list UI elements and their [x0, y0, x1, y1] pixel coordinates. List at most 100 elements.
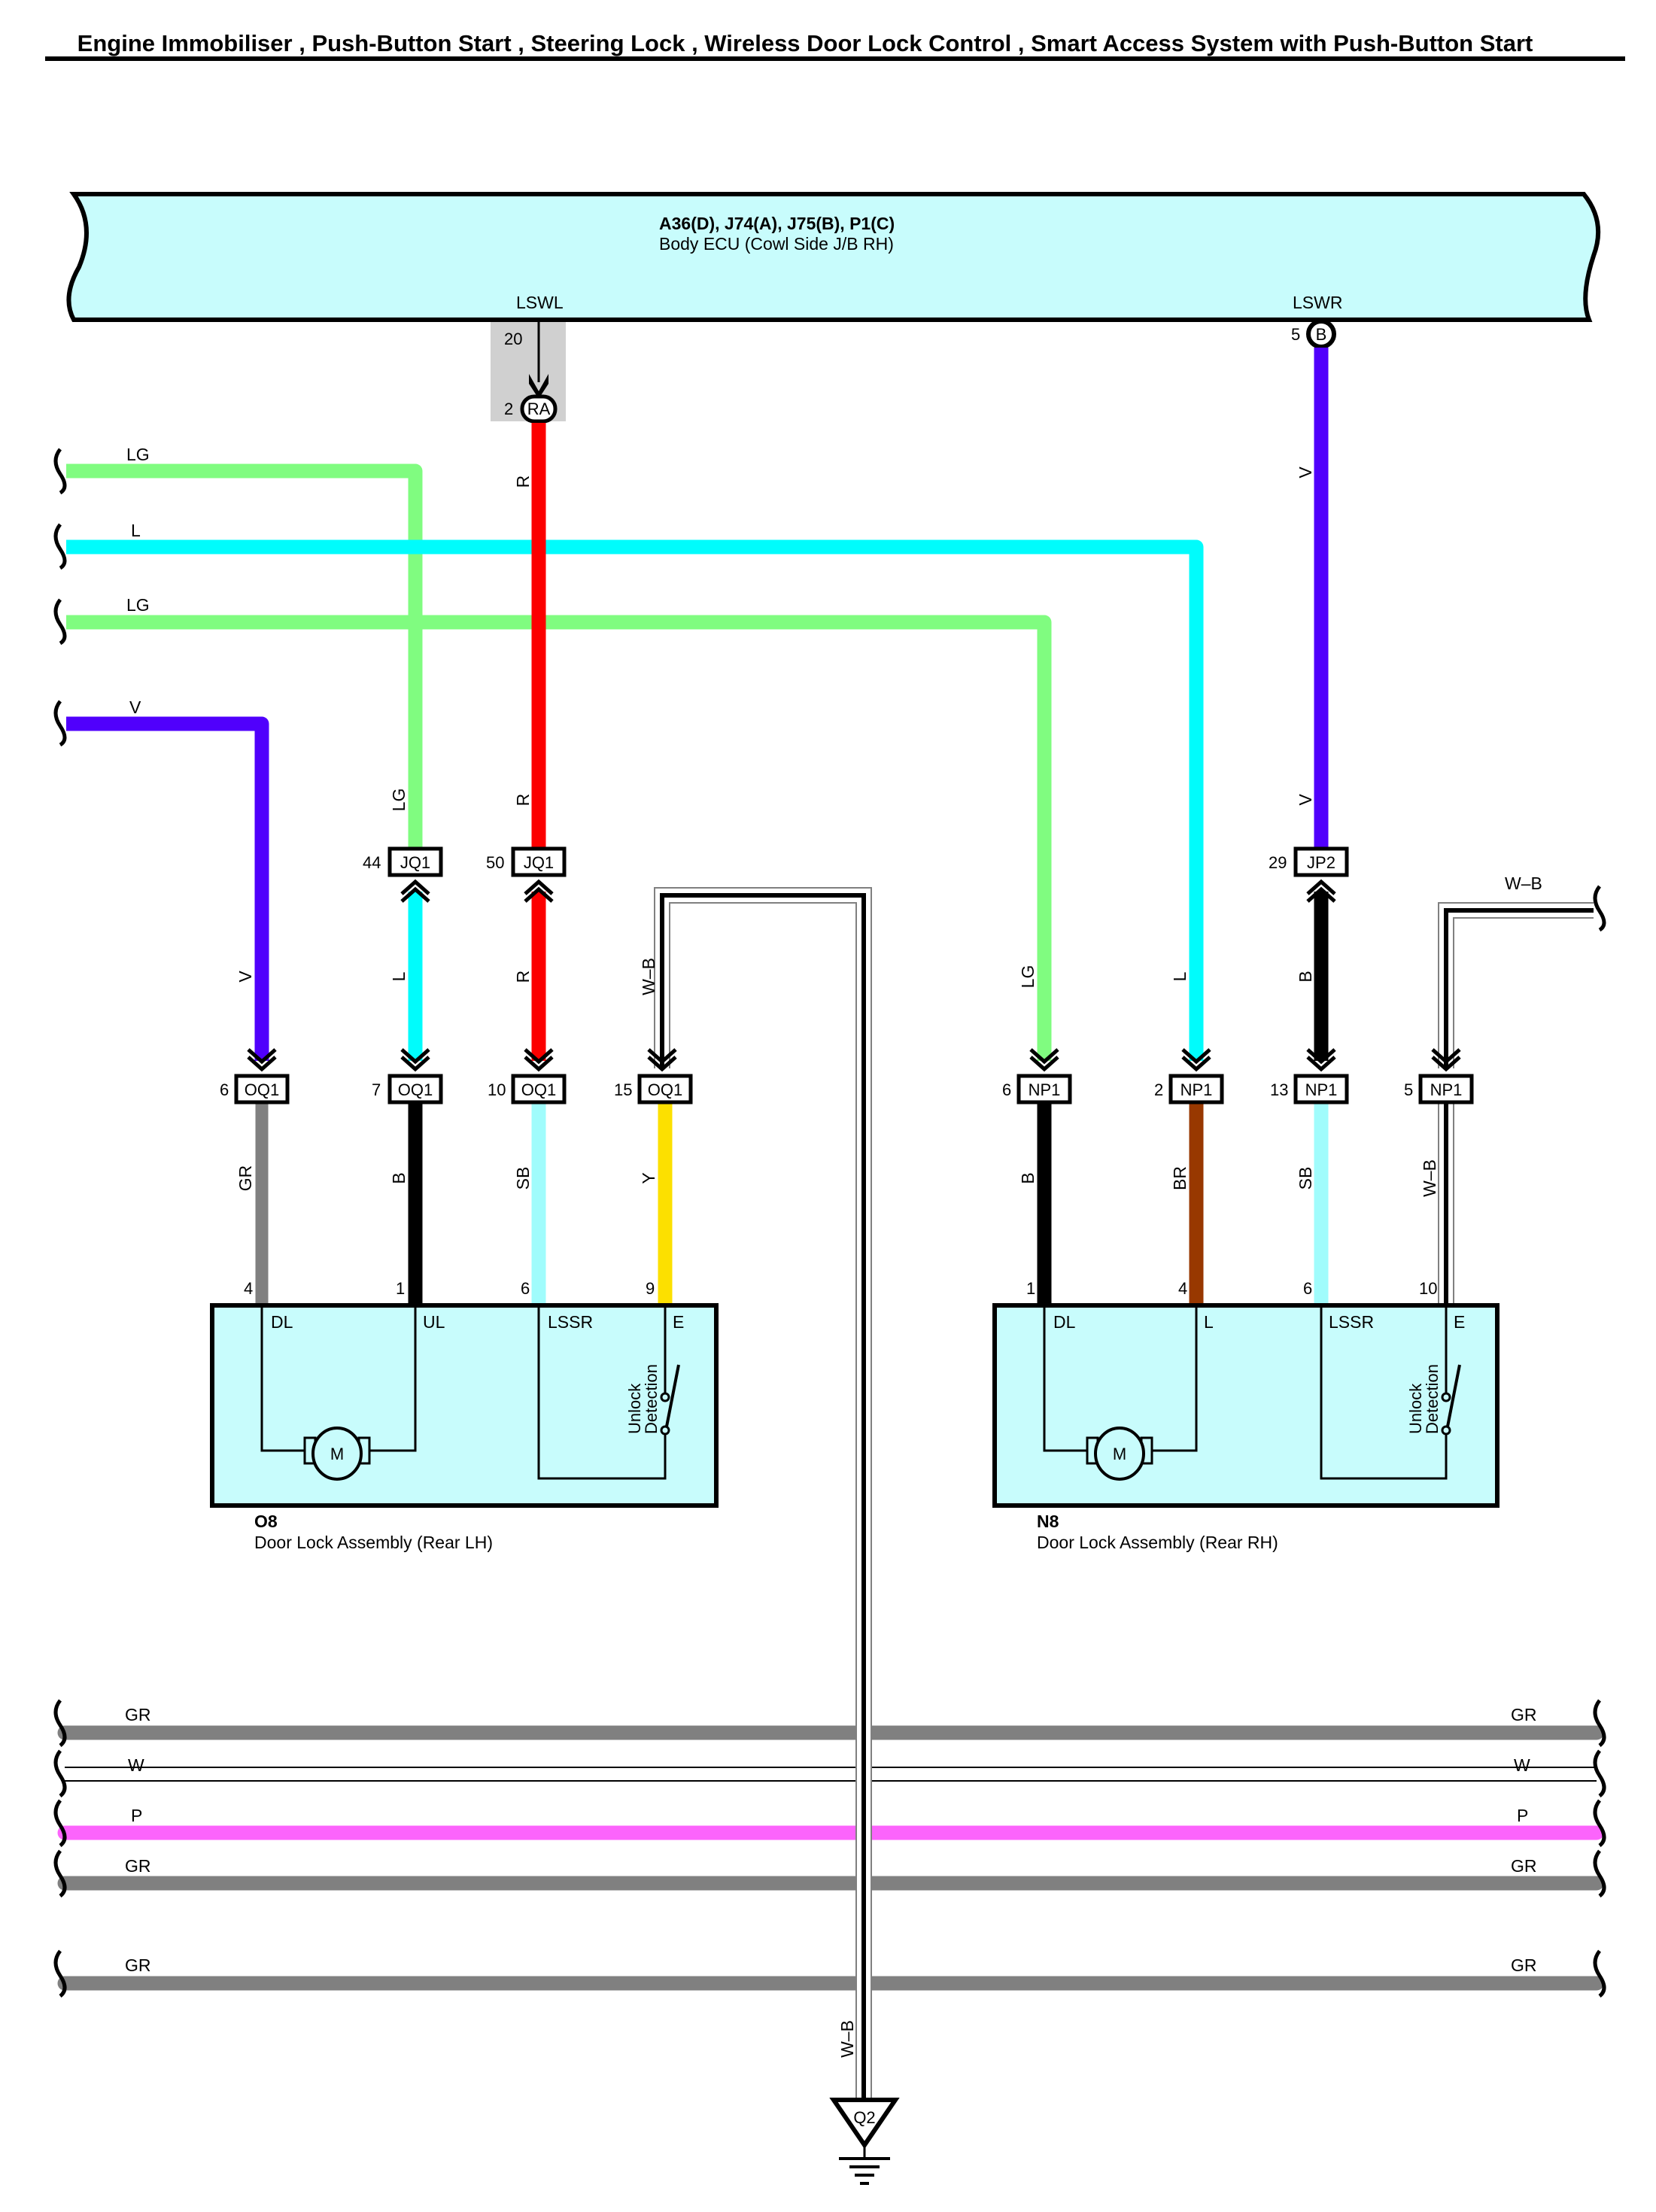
wire-label: SB	[1296, 1167, 1315, 1190]
wire-v-left[interactable]	[66, 716, 269, 1061]
chevron-down-icon	[247, 1048, 277, 1072]
connector-label: NP1	[1180, 1080, 1213, 1099]
chevron-up-icon	[524, 879, 554, 903]
wire-label: LG	[389, 788, 409, 812]
connector-label: JQ1	[524, 853, 554, 872]
switch-label: Detection	[1423, 1364, 1442, 1434]
switch-label: Detection	[642, 1364, 661, 1434]
break-icon	[53, 1749, 67, 1797]
bus-wire-w[interactable]	[65, 1767, 1597, 1782]
ecu-terminal-lswl: LSWL	[516, 293, 564, 312]
left-stubs	[53, 448, 67, 747]
bus-label: GR	[1511, 1705, 1537, 1724]
bus-label: GR	[125, 1705, 151, 1724]
stub-label-v: V	[129, 697, 141, 717]
junction-jp2-29[interactable]: JP2 29	[1269, 846, 1349, 877]
ra-connector-label: RA	[527, 400, 551, 418]
connector-label: NP1	[1305, 1080, 1338, 1099]
bus-label: P	[131, 1806, 142, 1825]
lswr-pin: 5	[1291, 325, 1300, 344]
motor-circuit	[260, 1308, 417, 1452]
motor-circuit	[1043, 1308, 1198, 1452]
pin-label: 9	[646, 1279, 655, 1298]
detection-circuit	[537, 1308, 667, 1480]
connector-label: NP1	[1430, 1080, 1463, 1099]
terminal-label: E	[673, 1312, 684, 1332]
wire-label: V	[1296, 794, 1315, 806]
wire-label: V	[1296, 466, 1315, 479]
pin-label: 6	[1002, 1080, 1011, 1099]
n8-outline	[992, 1303, 1500, 1508]
break-icon	[53, 1799, 67, 1847]
wire-wb-np1[interactable]	[1438, 902, 1594, 1068]
break-icon	[53, 1949, 67, 1998]
chevron-down-icon	[1181, 1048, 1211, 1072]
pin-label: 4	[1178, 1279, 1187, 1298]
body-ecu-block[interactable]: A36(D), J74(A), J75(B), P1(C) Body ECU (…	[66, 192, 1601, 322]
chevron-down-icon	[524, 1048, 554, 1072]
chevron-down-icon	[1029, 1048, 1059, 1072]
wire-label: R	[513, 476, 533, 488]
bus-label: GR	[1511, 1856, 1537, 1876]
terminal-label: L	[1204, 1312, 1214, 1332]
wire-label: B	[1018, 1172, 1038, 1183]
door-lock-assembly-rear-rh[interactable]: 1 4 6 10 DL L LSSR E M Unlock Detection	[992, 1279, 1500, 1508]
motor-icon	[311, 1427, 363, 1481]
ecu-terminal-lswr: LSWR	[1293, 293, 1342, 312]
pin-label: 7	[372, 1080, 381, 1099]
connector-np1-13[interactable]: NP1 13	[1270, 1074, 1349, 1104]
chevron-down-icon	[1431, 1048, 1461, 1072]
pin-label: 29	[1269, 853, 1287, 872]
connector-oq1-15[interactable]: OQ1 15	[614, 1074, 693, 1104]
terminal-label: DL	[271, 1312, 293, 1332]
connector-oq1-6[interactable]: OQ1 6	[220, 1074, 290, 1104]
ground-triangle	[829, 2098, 900, 2150]
terminal-label: DL	[1053, 1312, 1076, 1332]
wire-label: GR	[235, 1165, 255, 1192]
wire-label-wb-right-top: W–B	[1505, 874, 1542, 893]
switch-label: Unlock	[625, 1383, 644, 1434]
bus-label: P	[1517, 1806, 1528, 1825]
wire-lg-2[interactable]	[66, 615, 1052, 1061]
pin-label: 2	[1154, 1080, 1163, 1099]
connector-np1-2[interactable]: NP1 2	[1154, 1074, 1224, 1104]
connector-np1-5[interactable]: NP1 5	[1404, 1074, 1474, 1104]
chevron-up-icon	[1306, 879, 1336, 903]
junction-jq1-44[interactable]: JQ1 44	[363, 846, 443, 877]
connector-oq1-7[interactable]: OQ1 7	[372, 1074, 443, 1104]
break-icon	[53, 1849, 67, 1898]
wire-l-1[interactable]	[66, 539, 1204, 1061]
junction-jq1-50[interactable]: JQ1 50	[486, 846, 567, 877]
wire-wb-oq1[interactable]	[654, 887, 872, 2122]
break-icon	[1593, 1749, 1606, 1797]
wire-label: BR	[1170, 1166, 1190, 1190]
wire-label: W–B	[1420, 1159, 1439, 1197]
terminal-label: LSSR	[548, 1312, 593, 1332]
motor-label: M	[1113, 1445, 1126, 1463]
connector-np1-6[interactable]: NP1 6	[1002, 1074, 1072, 1104]
wire-label: L	[1170, 971, 1190, 981]
pin-label: 6	[220, 1080, 229, 1099]
pin-label: 4	[244, 1279, 253, 1298]
pin-label: 6	[1303, 1279, 1312, 1298]
ra-connector[interactable]	[520, 394, 558, 424]
wire-label: Y	[639, 1172, 658, 1183]
door-lock-assembly-rear-lh[interactable]: 4 1 6 9 DL UL LSSR E M Unlock Detection	[210, 1279, 719, 1508]
stub-label-lg-1: LG	[126, 445, 150, 464]
pin-label: 5	[1404, 1080, 1413, 1099]
b-connector[interactable]	[1306, 319, 1336, 349]
break-icon	[1593, 1849, 1606, 1898]
ra-pin: 2	[504, 400, 513, 418]
connector-oq1-10[interactable]: OQ1 10	[488, 1074, 567, 1104]
wire-label: R	[513, 794, 533, 807]
terminal-label: UL	[423, 1312, 445, 1332]
ground-q2[interactable]: Q2	[829, 2098, 900, 2185]
chevron-down-icon	[647, 1048, 677, 1072]
break-icon	[1593, 885, 1606, 932]
pin-label: 44	[363, 853, 381, 872]
wire-wb-ground[interactable]	[855, 1708, 1616, 2101]
chevron-up-icon	[400, 879, 430, 903]
arrow-down-icon	[529, 374, 548, 399]
wire-lg-1[interactable]	[66, 463, 423, 849]
